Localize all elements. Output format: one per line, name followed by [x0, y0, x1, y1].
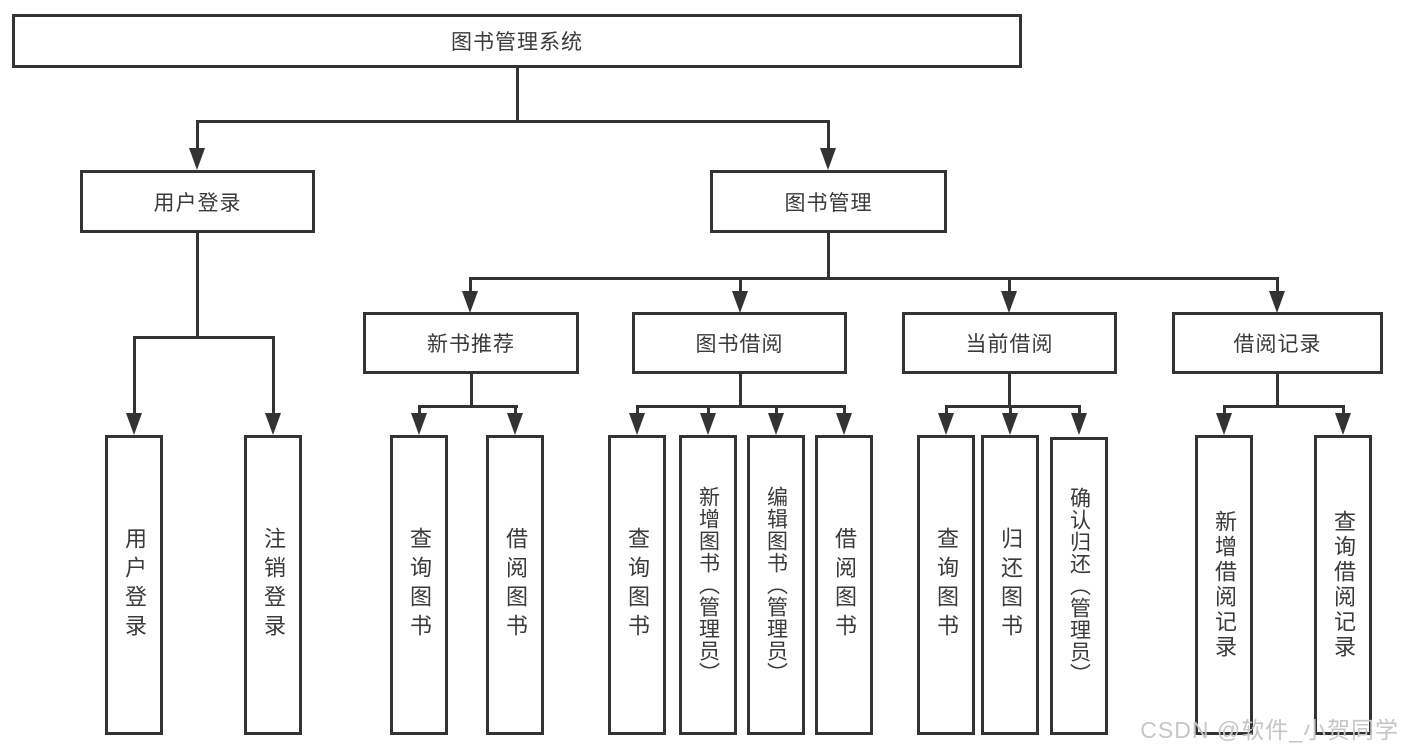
- node-label: 查询借阅记录: [1331, 510, 1356, 660]
- arrowhead-add-borrow-record: [1216, 413, 1232, 435]
- node-label: 借阅记录: [1233, 333, 1322, 356]
- connector-drop-borrow-books-1: [514, 405, 517, 415]
- node-label: 借阅图书: [503, 527, 528, 643]
- connector-root-stub: [516, 68, 519, 120]
- connector-drop-user-login: [196, 120, 199, 152]
- connector-drop-book-borrowing: [739, 277, 742, 291]
- connector-drop-edit-books-admin: [775, 405, 778, 415]
- node-label: 图书管理: [784, 191, 873, 215]
- arrowhead-current-borrowing: [1001, 291, 1017, 313]
- connector-drop-current-borrowing: [1008, 277, 1011, 291]
- node-label: 新增图书（管理员）: [696, 486, 720, 684]
- node-label: 借阅图书: [832, 527, 857, 643]
- node-label: 查询图书: [625, 527, 650, 643]
- leaf-add-borrow-record: 新增借阅记录: [1195, 435, 1253, 735]
- leaf-query-books-2: 查询图书: [608, 435, 666, 735]
- node-borrowing-records: 借阅记录: [1172, 312, 1383, 374]
- connector-drop-return-books: [1009, 405, 1012, 415]
- leaf-borrow-books-1: 借阅图书: [486, 435, 544, 735]
- arrowhead-borrowing-records: [1269, 291, 1285, 313]
- node-label: 图书借阅: [695, 333, 784, 356]
- node-label: 新增借阅记录: [1212, 510, 1237, 660]
- node-library-management-system: 图书管理系统: [12, 14, 1022, 68]
- leaf-user-login: 用户登录: [105, 435, 163, 735]
- connector-current-borrowing-stub: [1008, 374, 1011, 405]
- watermark-text: CSDN @软件_小贺同学: [1140, 717, 1399, 743]
- leaf-edit-books-admin: 编辑图书（管理员）: [747, 435, 805, 735]
- node-book-management: 图书管理: [710, 170, 947, 233]
- node-current-borrowing: 当前借阅: [902, 312, 1117, 374]
- leaf-return-books: 归还图书: [981, 435, 1039, 735]
- arrowhead-book-borrowing: [732, 291, 748, 313]
- arrowhead-add-books-admin: [700, 413, 716, 435]
- connector-borrowing-records-bus: [1223, 405, 1345, 408]
- node-label: 当前借阅: [965, 333, 1054, 356]
- arrowhead-query-borrow-record: [1335, 413, 1351, 435]
- connector-drop-add-books-admin: [707, 405, 710, 415]
- connector-drop-book-management: [827, 120, 830, 152]
- node-label: 用户登录: [153, 191, 242, 215]
- node-label: 查询图书: [407, 527, 432, 643]
- node-book-borrowing: 图书借阅: [632, 312, 847, 374]
- connector-drop-query-borrow-record: [1342, 405, 1345, 415]
- node-label: 注销登录: [261, 527, 286, 643]
- connector-borrowing-records-stub: [1276, 374, 1279, 405]
- connector-user-login-stub: [196, 233, 199, 336]
- connector-drop-query-books-2: [636, 405, 639, 415]
- connector-new-book-recommend-bus: [418, 405, 518, 408]
- node-label: 新书推荐: [427, 333, 515, 356]
- leaf-borrow-books-2: 借阅图书: [815, 435, 873, 735]
- connector-user-login-bus: [133, 336, 275, 339]
- arrowhead-leaf-user-login: [126, 413, 142, 435]
- connector-drop-add-borrow-record: [1223, 405, 1226, 415]
- connector-drop-query-books-1: [418, 405, 421, 415]
- leaf-confirm-return-admin: 确认归还（管理员）: [1050, 437, 1108, 735]
- node-label: 用户登录: [122, 527, 147, 643]
- arrowhead-query-books-3: [938, 413, 954, 435]
- leaf-logout: 注销登录: [244, 435, 302, 735]
- node-new-book-recommend: 新书推荐: [363, 312, 579, 374]
- arrowhead-leaf-logout: [265, 413, 281, 435]
- arrowhead-borrow-books-2: [836, 413, 852, 435]
- arrowhead-edit-books-admin: [768, 413, 784, 435]
- connector-book-management-stub: [827, 233, 830, 277]
- connector-drop-leaf-user-login: [133, 336, 136, 413]
- arrowhead-query-books-1: [411, 413, 427, 435]
- arrowhead-confirm-return-admin: [1071, 413, 1087, 435]
- node-label: 确认归还（管理员）: [1067, 487, 1091, 685]
- connector-root-bus: [196, 120, 830, 123]
- connector-drop-borrow-books-2: [843, 405, 846, 415]
- node-label: 编辑图书（管理员）: [764, 486, 788, 684]
- connector-drop-borrowing-records: [1276, 277, 1279, 291]
- connector-drop-query-books-3: [945, 405, 948, 415]
- leaf-query-books-3: 查询图书: [917, 435, 975, 735]
- leaf-query-borrow-record: 查询借阅记录: [1314, 435, 1372, 735]
- connector-drop-new-book-recommend: [469, 277, 472, 291]
- connector-book-management-bus: [469, 277, 1279, 280]
- leaf-query-books-1: 查询图书: [390, 435, 448, 735]
- connector-current-borrowing-bus: [945, 405, 1081, 408]
- connector-book-borrowing-bus: [636, 405, 846, 408]
- arrowhead-borrow-books-1: [507, 413, 523, 435]
- node-label: 图书管理系统: [451, 31, 583, 54]
- node-label: 查询图书: [934, 527, 959, 643]
- arrowhead-book-management: [820, 148, 836, 170]
- node-user-login: 用户登录: [80, 170, 315, 233]
- arrowhead-return-books: [1002, 413, 1018, 435]
- arrowhead-query-books-2: [629, 413, 645, 435]
- arrowhead-user-login: [189, 148, 205, 170]
- leaf-add-books-admin: 新增图书（管理员）: [679, 435, 737, 735]
- connector-drop-leaf-logout: [272, 336, 275, 413]
- node-label: 归还图书: [998, 527, 1023, 643]
- connector-drop-confirm-return-admin: [1078, 405, 1081, 415]
- connector-book-borrowing-stub: [739, 374, 742, 405]
- arrowhead-new-book-recommend: [462, 291, 478, 313]
- connector-new-book-recommend-stub: [470, 374, 473, 405]
